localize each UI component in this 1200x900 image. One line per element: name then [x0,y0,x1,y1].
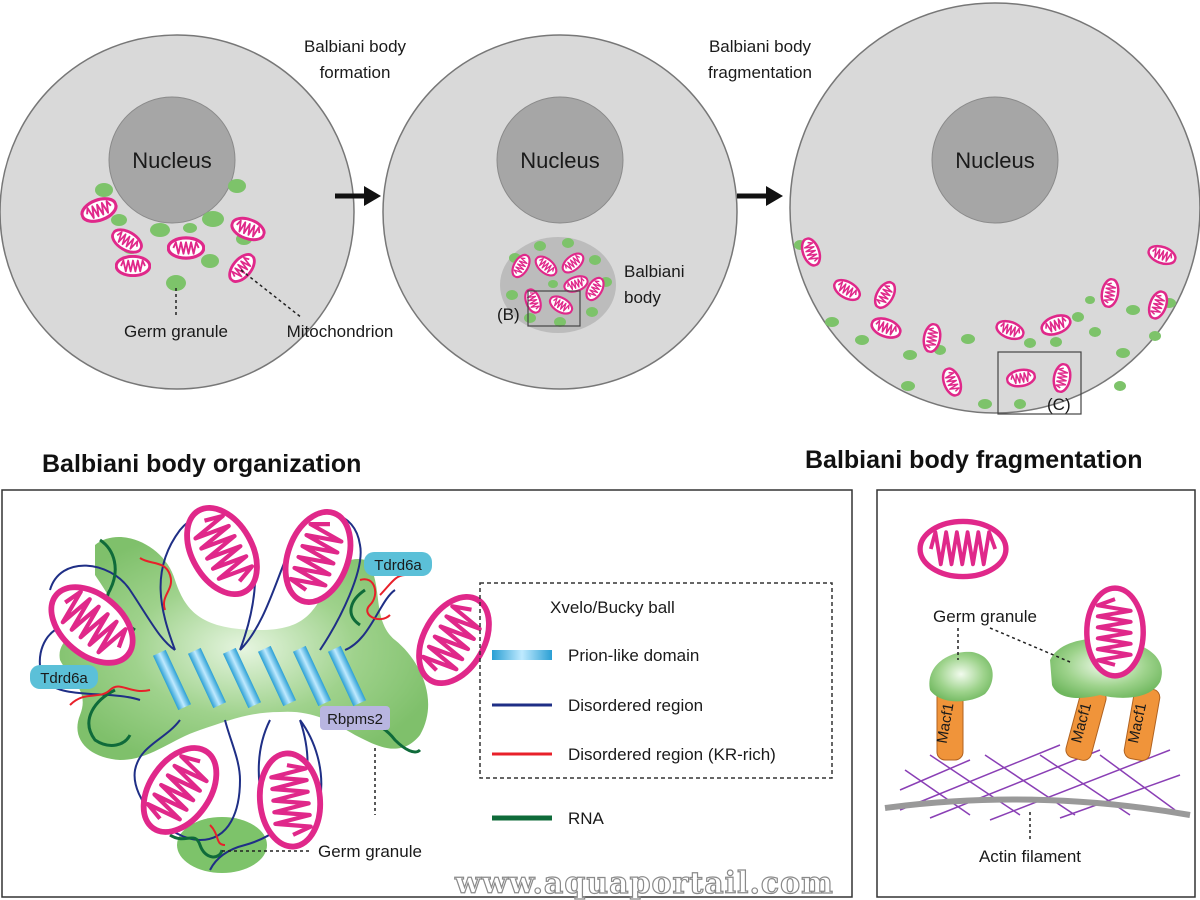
inset-c-label: (C) [1047,395,1071,414]
svg-text:Rbpms2: Rbpms2 [327,711,383,728]
actin-filament-line [884,796,1191,818]
fragmentation-panel: Macf1 Macf1 Macf1 Germ granule Actin fil… [876,489,1196,898]
frag-mito-attached [1087,588,1143,676]
tdrd6a-left-tag: Tdrd6a [30,665,98,689]
inset-c-box [997,351,1082,415]
stage-3-cell: Nucleus (C) [789,2,1200,415]
legend-label-kr-rich: Disordered region (KR-rich) [568,745,776,764]
stage-1-nucleus-label: Nucleus [132,148,211,173]
tdrd6a-right-tag: Tdrd6a [364,552,432,576]
frag-germ-granule-label: Germ granule [933,607,1037,626]
arrow-2-icon [737,186,783,206]
rna-strands [87,538,422,859]
kr-rich-strands [69,557,406,846]
stage-2-cell: Nucleus Balbiani body (B) [382,34,738,390]
macf1-c: Macf1 [1123,687,1161,761]
germ-plasm-cloud [59,537,429,760]
watermark: www.aquaportail.com [454,866,834,900]
actin-label: Actin filament [979,847,1081,866]
legend-swatch-prion [492,650,552,660]
macf1-a: Macf1 [934,687,964,761]
inset-b-box [527,290,581,327]
inset-b-label: (B) [497,305,520,324]
heading-organization: Balbiani body organization [42,450,361,478]
balbiani-body-label-line2: body [624,288,661,307]
step-1-label-line2: formation [320,63,391,82]
actin-mesh [899,744,1181,821]
step-1-label-line1: Balbiani body [304,37,407,56]
stage-1-mito-label: Mitochondrion [287,322,394,341]
stage-1-cell: Nucleus Germ granule Mitochondrion [0,34,394,390]
legend-label-disordered: Disordered region [568,696,703,715]
stage-2-nucleus-label: Nucleus [520,148,599,173]
heading-fragmentation: Balbiani body fragmentation [805,446,1143,474]
step-2-label-line2: fragmentation [708,63,812,82]
frag-germ-granule-small [929,651,993,702]
legend-label-rna: RNA [568,809,605,828]
frag-germ-pointer-2 [989,627,1071,663]
org-germ-granule-label: Germ granule [318,842,422,861]
stage-1-germ-label: Germ granule [124,322,228,341]
svg-text:Tdrd6a: Tdrd6a [374,557,422,574]
arrow-1-icon [335,186,381,206]
legend-title: Xvelo/Bucky ball [550,598,675,617]
frag-mito-free [920,521,1006,576]
stage-1-mito-pointer [240,269,303,319]
organization-panel: Tdrd6a Tdrd6a Rbpms2 Germ granule Xvelo/… [1,489,853,900]
svg-text:Macf1: Macf1 [934,702,958,745]
svg-text:Tdrd6a: Tdrd6a [40,670,88,687]
step-2-label-line1: Balbiani body [709,37,812,56]
rbpms2-tag: Rbpms2 [320,706,390,730]
legend: Xvelo/Bucky ball Prion-like domain Disor… [479,582,833,828]
balbiani-body-label-line1: Balbiani [624,262,685,281]
stage-3-nucleus-label: Nucleus [955,148,1034,173]
legend-label-prion: Prion-like domain [568,646,699,665]
prion-like-domains [152,645,367,711]
